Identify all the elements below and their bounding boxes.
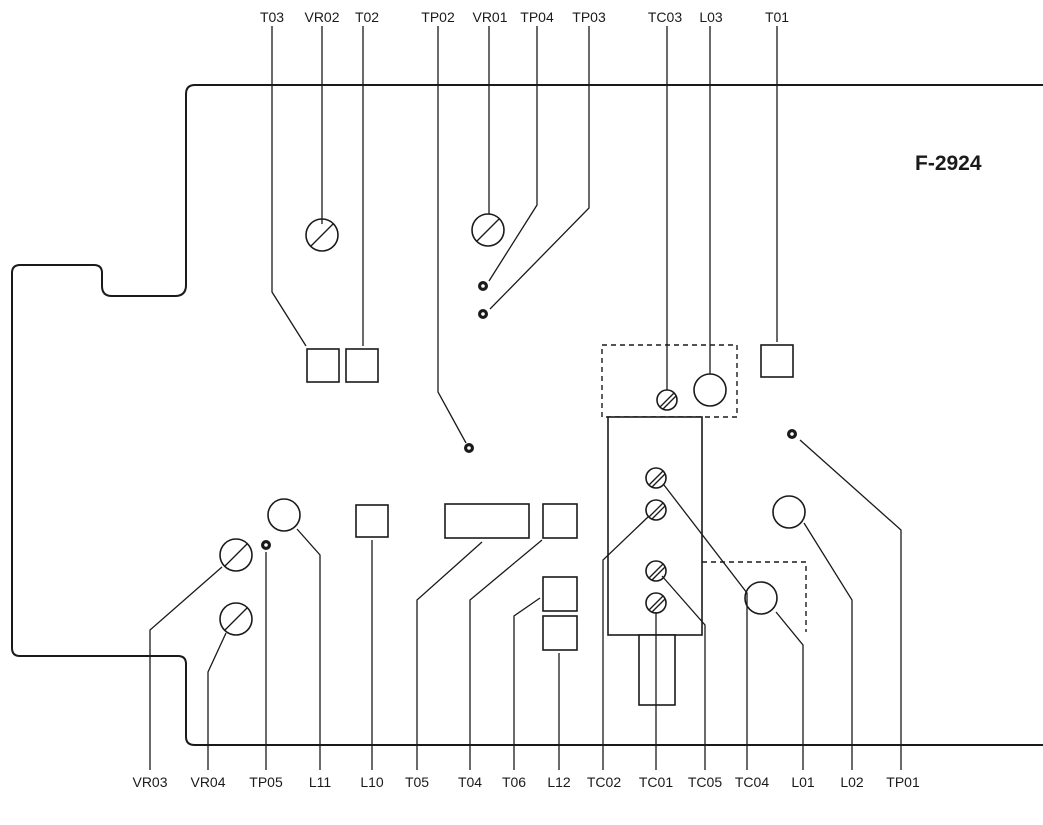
label-tc04: TC04 bbox=[735, 774, 769, 790]
tc02-trimmer-capacitor bbox=[645, 499, 667, 521]
t05-transformer bbox=[444, 503, 530, 539]
tc03-trimmer-capacitor bbox=[656, 389, 678, 411]
label-l02: L02 bbox=[840, 774, 864, 790]
vr03-potentiometer bbox=[219, 538, 253, 572]
label-vr04: VR04 bbox=[190, 774, 225, 790]
tp02-test-point bbox=[464, 443, 474, 453]
tc05-trimmer-capacitor bbox=[645, 560, 667, 582]
label-t02: T02 bbox=[355, 9, 379, 25]
l03-coil bbox=[693, 373, 727, 407]
label-l01: L01 bbox=[791, 774, 815, 790]
tp01-test-point bbox=[787, 429, 797, 439]
tc-trimmer-1 bbox=[645, 467, 667, 489]
t04-transformer bbox=[542, 503, 578, 539]
vr04-potentiometer bbox=[219, 602, 253, 636]
label-vr01: VR01 bbox=[472, 9, 507, 25]
tp03-test-point bbox=[478, 309, 488, 319]
label-t03: T03 bbox=[260, 9, 284, 25]
l01-coil bbox=[744, 581, 778, 615]
t03-transformer bbox=[306, 348, 340, 383]
board-id: F-2924 bbox=[915, 152, 982, 175]
l10-coil bbox=[355, 504, 389, 538]
label-tp03: TP03 bbox=[572, 9, 606, 25]
label-vr02: VR02 bbox=[304, 9, 339, 25]
t01-transformer bbox=[760, 344, 794, 378]
tp04-test-point bbox=[478, 281, 488, 291]
label-tp04: TP04 bbox=[520, 9, 554, 25]
label-l11: L11 bbox=[309, 774, 332, 790]
l11-coil bbox=[267, 498, 301, 532]
label-l10: L10 bbox=[360, 774, 384, 790]
label-t01: T01 bbox=[765, 9, 789, 25]
l02-coil bbox=[772, 495, 806, 529]
label-t06: T06 bbox=[502, 774, 526, 790]
module-connector bbox=[638, 634, 676, 706]
label-tc01: TC01 bbox=[639, 774, 673, 790]
l01-shield-outline bbox=[702, 561, 807, 632]
label-tp01: TP01 bbox=[886, 774, 920, 790]
tp05-test-point bbox=[261, 540, 271, 550]
label-tc02: TC02 bbox=[587, 774, 621, 790]
label-t05: T05 bbox=[405, 774, 429, 790]
label-t04: T04 bbox=[458, 774, 482, 790]
label-l12: L12 bbox=[547, 774, 571, 790]
label-tp02: TP02 bbox=[421, 9, 455, 25]
tc01-trimmer-capacitor bbox=[645, 592, 667, 614]
label-l03: L03 bbox=[699, 9, 723, 25]
board-outline bbox=[11, 84, 1043, 746]
label-vr03: VR03 bbox=[132, 774, 167, 790]
vr01-potentiometer bbox=[471, 213, 505, 247]
l12-coil bbox=[542, 615, 578, 651]
leader-lines bbox=[149, 26, 902, 770]
label-tp05: TP05 bbox=[249, 774, 283, 790]
t06-transformer bbox=[542, 576, 578, 612]
label-tc05: TC05 bbox=[688, 774, 722, 790]
t02-transformer bbox=[345, 348, 379, 383]
label-tc03: TC03 bbox=[648, 9, 682, 25]
